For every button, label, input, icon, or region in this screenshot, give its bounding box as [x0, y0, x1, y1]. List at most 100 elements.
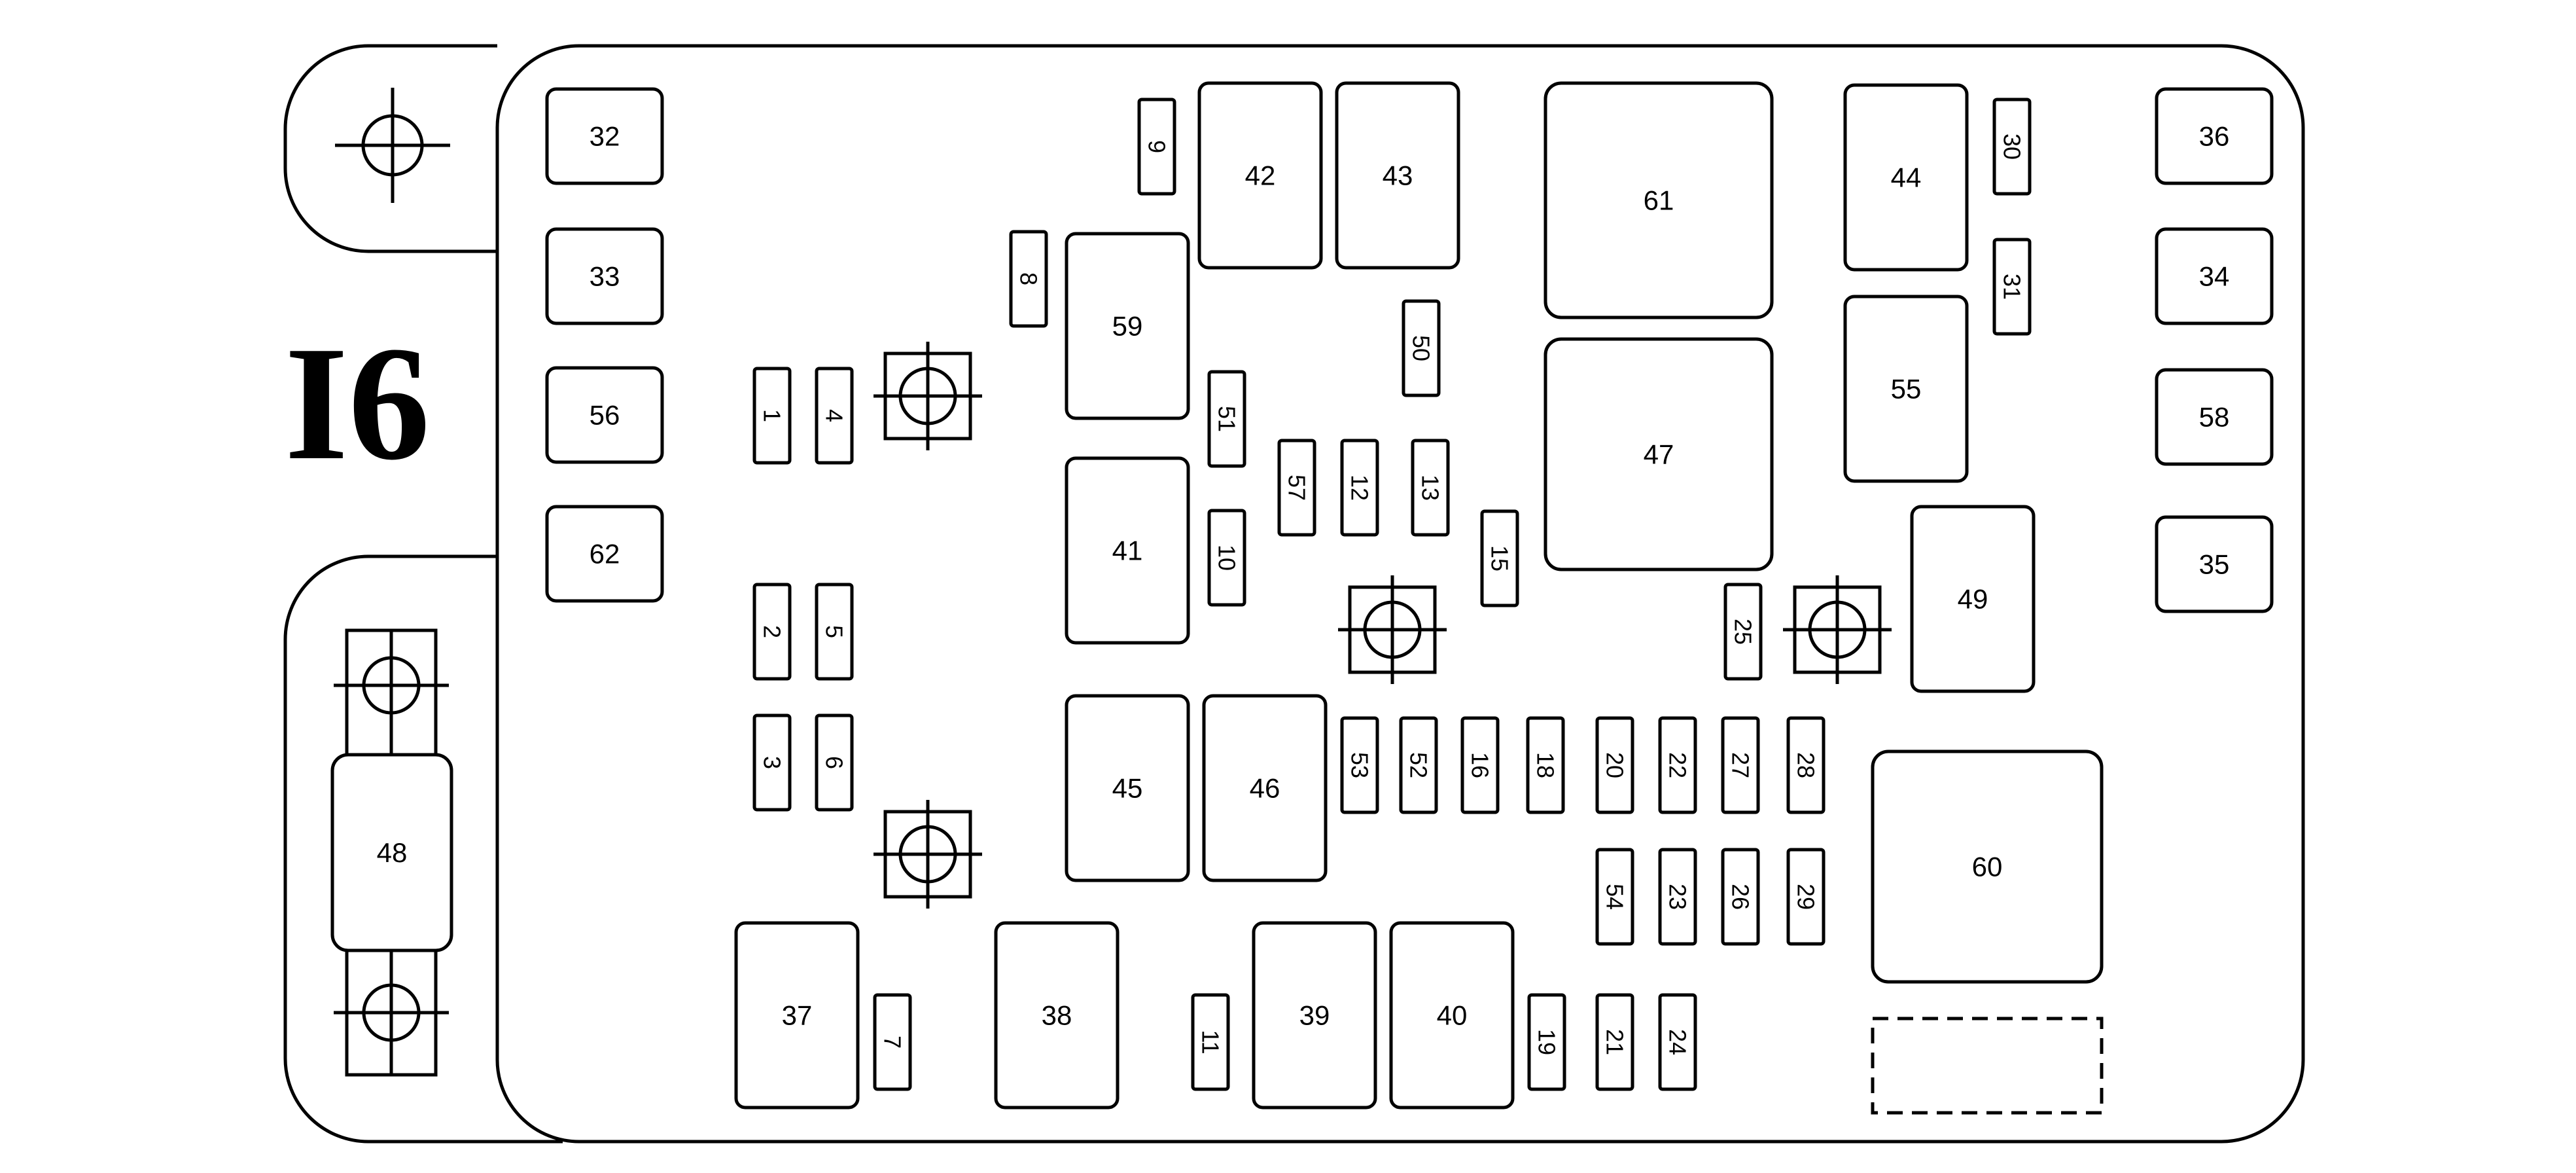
fuse-outline — [1992, 238, 2032, 336]
fuse-outline — [1065, 456, 1190, 645]
fuse-label: 62 — [590, 539, 620, 569]
fuse-outline — [1544, 337, 1774, 571]
fuse-11: 11 — [1191, 993, 1230, 1091]
mounting-hole-icon — [1783, 575, 1892, 684]
fuse-25: 25 — [1723, 583, 1763, 681]
fuse-outline — [330, 753, 453, 952]
fuse-outline — [1544, 81, 1774, 319]
fuse-label: 58 — [2199, 402, 2230, 433]
fuse-label: 5 — [821, 625, 848, 638]
mounting-hole-icon — [335, 88, 450, 203]
relay-35: 35 — [2155, 515, 2274, 613]
fuse-outline — [1480, 509, 1519, 607]
fuse-label: 49 — [1958, 584, 1988, 615]
fuse-label: 16 — [1467, 752, 1494, 778]
fuse-label: 21 — [1602, 1029, 1629, 1055]
fuse-label: 47 — [1644, 439, 1674, 470]
fuse-box-housing — [495, 44, 2305, 1144]
fuse-outline — [815, 367, 854, 465]
fuse-outline — [815, 713, 854, 812]
fuse-22: 22 — [1658, 716, 1697, 814]
fuse-18: 18 — [1526, 716, 1565, 814]
fuse-7: 7 — [873, 993, 912, 1091]
fuse-outline — [1207, 370, 1246, 468]
fuse-label: 33 — [590, 261, 620, 292]
fuse-label: 1 — [759, 409, 786, 422]
fuse-label: 20 — [1602, 752, 1629, 778]
fuse-label: 2 — [759, 625, 786, 638]
relay-55: 55 — [1843, 295, 1969, 483]
fuse-label: 57 — [1284, 475, 1311, 501]
fuse-outline — [1207, 509, 1246, 607]
fuse-outline — [1843, 295, 1969, 483]
fuse-label: 38 — [1042, 1000, 1072, 1031]
fuse-label: 45 — [1112, 773, 1143, 804]
fuse-16: 16 — [1460, 716, 1500, 814]
fuse-51: 51 — [1207, 370, 1246, 468]
relay-61: 61 — [1544, 81, 1774, 319]
fuse-label: 44 — [1891, 162, 1922, 193]
fuse-outline — [1871, 749, 2104, 984]
mounting-hole-icon — [1338, 575, 1447, 684]
fuse-outline — [1595, 993, 1634, 1091]
fuse-outline — [1721, 716, 1760, 814]
fuse-26: 26 — [1721, 848, 1760, 946]
fuse-19: 19 — [1527, 993, 1566, 1091]
fuse-outline — [1277, 439, 1316, 537]
fuse-outline — [1197, 81, 1323, 270]
fuse-label: 9 — [1144, 140, 1171, 153]
relay-58: 58 — [2155, 368, 2274, 466]
fuse-label: 40 — [1437, 1000, 1468, 1031]
fuse-label: 19 — [1534, 1029, 1561, 1055]
fuse-outline — [1910, 505, 2036, 693]
fuse-label: 23 — [1665, 884, 1691, 910]
relay-36: 36 — [2155, 87, 2274, 185]
relay-41: 41 — [1065, 456, 1190, 645]
diagram-label: I6 — [285, 313, 430, 494]
relay-38: 38 — [994, 921, 1120, 1110]
fuse-20: 20 — [1595, 716, 1634, 814]
relay-40: 40 — [1389, 921, 1515, 1110]
fuse-outline — [873, 993, 912, 1091]
fuse-outline — [1658, 716, 1697, 814]
relay-48: 48 — [330, 753, 453, 952]
fuse-label: 34 — [2199, 261, 2230, 292]
relay-43: 43 — [1335, 81, 1460, 270]
fuse-outline — [2155, 368, 2274, 466]
fuse-label: 28 — [1793, 752, 1820, 778]
fuse-28: 28 — [1786, 716, 1826, 814]
fuse-57: 57 — [1277, 439, 1316, 537]
fuse-4: 4 — [815, 367, 854, 465]
fuse-outline — [1992, 98, 2032, 196]
fuse-label: 26 — [1727, 884, 1754, 910]
mega-fuse-terminals — [334, 628, 449, 1077]
empty-slot — [1871, 1017, 2104, 1115]
fuse-label: 56 — [590, 400, 620, 431]
fuse-label: 43 — [1383, 160, 1413, 191]
fuse-31: 31 — [1992, 238, 2032, 336]
fuse-outline — [1402, 299, 1441, 397]
fuse-label: 48 — [377, 837, 408, 868]
fuse-label: 7 — [879, 1036, 906, 1049]
fuse-label: 59 — [1112, 311, 1143, 342]
fuse-label: 4 — [821, 409, 848, 422]
fuse-outline — [2155, 87, 2274, 185]
fuse-3: 3 — [752, 713, 792, 812]
fuse-label: 13 — [1417, 475, 1444, 501]
relay-47: 47 — [1544, 337, 1774, 571]
fuse-outline — [1252, 921, 1377, 1110]
relay-33: 33 — [545, 227, 664, 325]
relay-56: 56 — [545, 366, 664, 464]
fuse-10: 10 — [1207, 509, 1246, 607]
fuse-outline — [1411, 439, 1450, 537]
fuse-label: 25 — [1730, 619, 1757, 645]
fuse-9: 9 — [1137, 98, 1176, 196]
fuse-outline — [1595, 848, 1634, 946]
relay-44: 44 — [1843, 83, 1969, 272]
fuse-outline — [1723, 583, 1763, 681]
fuse-label: 36 — [2199, 121, 2230, 152]
bottom-left-mounting-tab — [283, 554, 563, 1144]
fuse-15: 15 — [1480, 509, 1519, 607]
